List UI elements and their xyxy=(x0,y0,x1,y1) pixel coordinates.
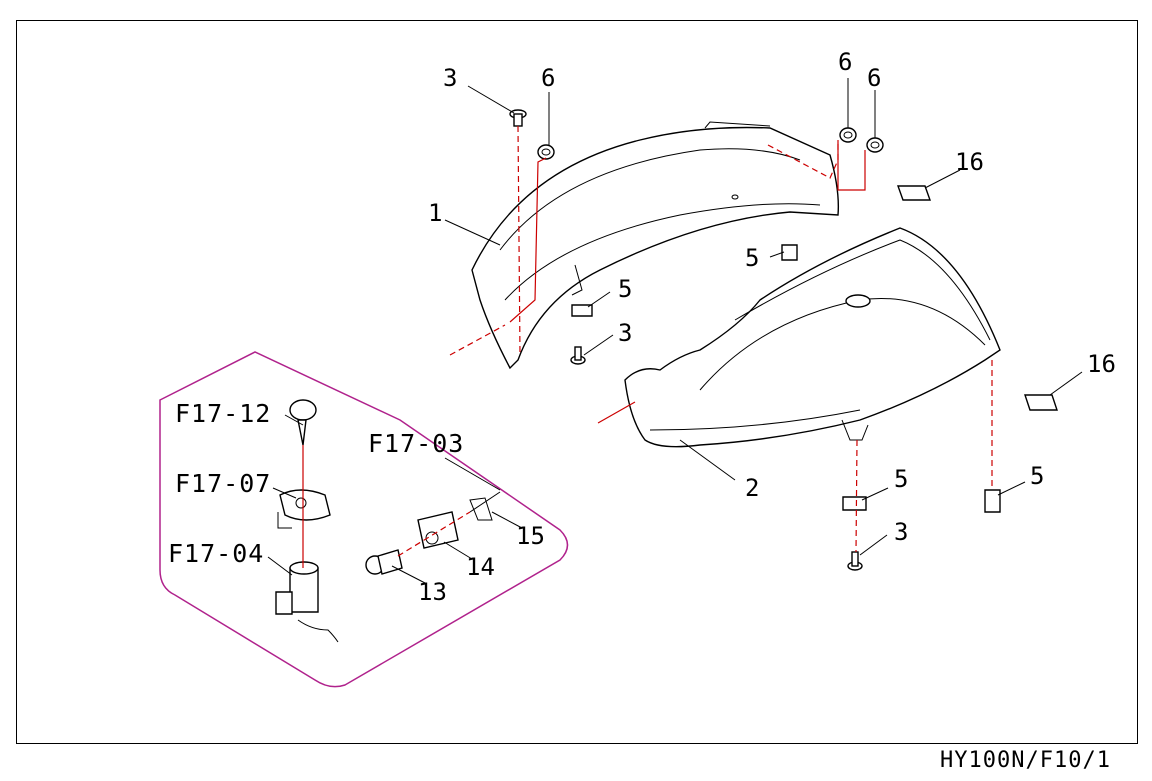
callout-clip-c: 5 xyxy=(894,465,908,493)
clip-a xyxy=(781,244,798,261)
label-ignition-cover: F17-07 xyxy=(175,469,271,498)
lock-cylinder xyxy=(365,549,403,575)
callout-grommet-a: 6 xyxy=(541,64,555,92)
callout-clip-a: 5 xyxy=(745,244,759,272)
leader-lines xyxy=(267,78,1083,584)
label-seat-lock-group: F17-03 xyxy=(368,429,464,458)
cover-part-2 xyxy=(624,227,1001,448)
label-ignition-switch: F17-04 xyxy=(168,539,264,568)
drawing-frame xyxy=(16,20,1138,744)
callout-screw-top: 3 xyxy=(443,64,457,92)
ignition-switch xyxy=(275,561,339,643)
callout-pad-lower: 16 xyxy=(1087,350,1116,378)
lock-bracket xyxy=(417,511,459,549)
screw-bottom xyxy=(847,551,863,571)
callout-screw-bottom: 3 xyxy=(894,518,908,546)
ignition-cover xyxy=(277,489,331,529)
assembly-lines xyxy=(302,125,993,568)
callout-clip-b: 5 xyxy=(618,275,632,303)
drawing-code: HY100N/F10/1 xyxy=(940,748,1111,773)
lock-spring xyxy=(469,497,493,521)
group-boundary xyxy=(159,351,569,688)
callout-grommet-c: 6 xyxy=(867,64,881,92)
callout-cover-right: 2 xyxy=(745,474,759,502)
pad-upper xyxy=(897,185,931,201)
callout-grommet-b: 6 xyxy=(838,48,852,76)
screw-mid xyxy=(570,346,586,365)
grommet-c xyxy=(866,137,884,153)
pad-lower xyxy=(1024,394,1058,411)
clip-d xyxy=(984,489,1001,513)
grommet-b xyxy=(839,127,857,143)
callout-screw-mid: 3 xyxy=(618,319,632,347)
callout-lock-cylinder: 13 xyxy=(418,578,447,606)
grommet-a xyxy=(537,144,555,160)
callout-pad-upper: 16 xyxy=(955,148,984,176)
callout-lock-bracket: 14 xyxy=(466,553,495,581)
clip-b xyxy=(571,304,593,317)
callout-cover-left: 1 xyxy=(428,199,442,227)
clip-c xyxy=(842,496,867,511)
callout-clip-d: 5 xyxy=(1030,462,1044,490)
callout-lock-spring: 15 xyxy=(516,522,545,550)
label-key-set: F17-12 xyxy=(175,399,271,428)
key xyxy=(289,399,317,446)
